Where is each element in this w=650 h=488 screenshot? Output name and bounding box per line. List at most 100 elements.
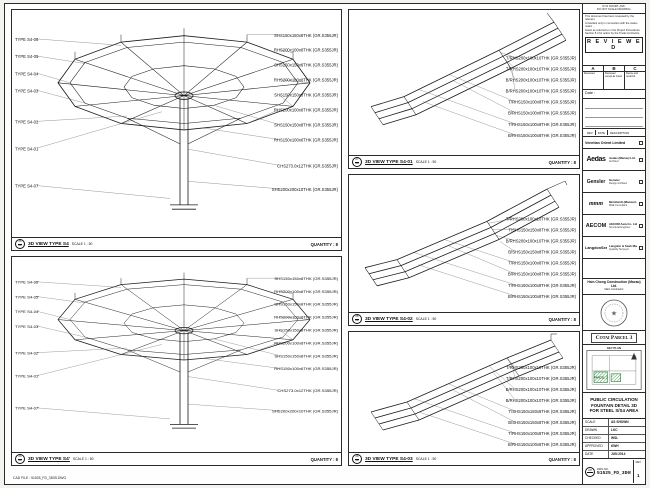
titleblock-note: IF IN DOUBT, ASK. DO NOT SCALE DRAWING. [583, 4, 645, 14]
member-annotation: SHS150x150x8THK (GR.S355JR) [274, 33, 338, 38]
member-annotation: T/RHS150x100x8THK (GR.S355JR) [508, 122, 576, 127]
aecom-logo: AECOM [585, 222, 607, 229]
consultant-name: Meinhardt (Macau) Ltd. [609, 200, 637, 204]
date-col: DATE [596, 130, 609, 135]
member-annotation: B/RHS150x100x8THK (GR.S355JR) [508, 133, 577, 138]
member-annotation: T/RHS200x100x10THK (GR.S355JR) [506, 66, 577, 71]
consultant-row-langdonseah: LangdonSeah Langdon & Seah Macau Ltd. Qu… [583, 237, 645, 259]
consultant-checkbox [639, 223, 643, 228]
rev-col: REV [585, 130, 596, 135]
detail-sheet: AD [355, 161, 359, 165]
stamp-text: below as referred to in the Project Proc… [585, 28, 640, 32]
annotation-labels: TYPE S4-06' TYPE S4-05' TYPE S4-04' TYPE… [15, 276, 339, 413]
consultant-checkbox [639, 245, 643, 250]
contractor-row: Hsin Chong Construction (Macau) Ltd. Mai… [583, 279, 645, 295]
field-value: LKC [611, 428, 618, 432]
member-annotation: B/RHS200x100x10THK (GR.S355JR) [506, 238, 577, 243]
member-annotation: B/SHS150x150x8THK (GR.S355JR) [508, 420, 576, 425]
consultant-name: Langdon & Seah Macau Ltd. [609, 244, 637, 248]
member-annotation: RHS200x100x8THK (GR.S355JR) [274, 108, 339, 113]
dwg-number-label: DWG NO. [597, 467, 609, 471]
drawing-title: PUBLIC CIRCULATION FOUNTAIN DETAIL 3D FO… [583, 393, 645, 419]
view-quantity: QUANTITY : 8 [310, 456, 338, 462]
view-caption: 26 AD 3D VIEW TYPE S4' SCALE 1 : 50 QUAN… [12, 452, 341, 465]
dwg-number-block: DWG NO. 51525_FD_3D05 [597, 468, 631, 476]
sheet-bubble: AD [585, 466, 595, 477]
company-seal: ★ [583, 295, 645, 331]
status-abc-table: A Reviewed B Reviewed except as noted C … [583, 66, 645, 90]
note-line: IF IN DOUBT, ASK. [602, 5, 626, 8]
rev-value: 1 [637, 473, 640, 478]
status-col-b: B Reviewed except as noted [604, 66, 625, 89]
leader-lines [36, 278, 311, 420]
keyplan-map: PARCEL 3 [586, 350, 642, 390]
member-annotation: B/RHS150x100x8THK (GR.S355JR) [508, 272, 577, 277]
view-scale: SCALE 1 : 50 [415, 317, 437, 321]
north-arrow-icon [631, 352, 637, 360]
detail-number: 27 [354, 157, 360, 163]
drawing-title-line: PUBLIC CIRCULATION [590, 397, 638, 403]
wireframe-s4-03: T/RHS200x100x10THK (GR.S355JR) T/RHS200x… [370, 333, 577, 447]
structure-wireframe [57, 272, 311, 429]
member-annotation: RHS150x100x6THK (GR.S355JR) [274, 366, 339, 371]
member-annotation: B/RHS200x100x10THK (GR.S355JR) [506, 77, 577, 82]
member-annotation: SHS150x150x8THK (GR.S355JR) [274, 93, 338, 98]
member-annotation: SHS200x200x10THK (GR.S355JR) [272, 187, 339, 192]
project-name: Cotai Parcel 3 [590, 332, 638, 343]
status-key: B [604, 66, 624, 72]
drawing-sheet: TYPE S4-06 TYPE S4-05 TYPE S4-04 TYPE S4… [4, 3, 646, 485]
consultant-row-aedas: Aedas Aedas (Macau) Ltd. Architect [583, 149, 645, 171]
member-annotation: SHS150x150x8THK (GR.S355JR) [274, 353, 338, 358]
member-annotation: SHS150x150x8THK (GR.S355JR) [274, 123, 338, 128]
consultant-role: Structural Engineer [609, 226, 631, 229]
viewport-s4-01: T/RHS200x100x10THK (GR.S355JR) T/RHS200x… [348, 9, 580, 169]
revision-rows [583, 99, 645, 129]
revision-row [585, 100, 643, 109]
member-annotation: T/RHS200x100x10THK (GR.S355JR) [506, 376, 577, 381]
structure-wireframe [370, 333, 564, 431]
stamp-text: consultant only in connection with the s… [585, 21, 638, 29]
rev-label: REV [635, 461, 641, 464]
detail-bubble: 26 AD [15, 454, 25, 464]
keyplan-area-label: PARCEL 3 [594, 376, 608, 380]
view-caption: 29 AD 3D VIEW TYPE S4-03 SCALE 1 : 50 QU… [349, 452, 579, 465]
gensler-logo: Gensler [586, 178, 606, 185]
member-annotation: T/SHS150x150x8THK (GR.S355JR) [509, 409, 577, 414]
status-col-c: C Revise and resubmit [625, 66, 645, 89]
contractor-name: Hsin Chong Construction (Macau) Ltd. [587, 280, 641, 288]
member-annotation: T/RHS150x100x8THK (GR.S355JR) [508, 100, 576, 105]
detail-number: 25 [17, 239, 23, 245]
stamp-text: This document has been reviewed by the r… [585, 15, 635, 22]
member-annotation: RHS200x100x8THK (GR.S355JR) [274, 315, 339, 320]
detail-bubble: 25 AD [15, 239, 25, 249]
status-text: Reviewed [584, 72, 595, 75]
member-annotation: RHS200x100x8THK (GR.S355JR) [274, 78, 339, 83]
view-quantity: QUANTITY : 8 [548, 159, 576, 165]
drawing-number-row: AD DWG NO. 51525_FD_3D05 REV 1 [583, 459, 645, 484]
view-caption: 25 AD 3D VIEW TYPE S4 SCALE 1 : 50 QUANT… [12, 237, 341, 250]
status-text: Reviewed except as noted [605, 72, 622, 78]
consultant-role: Design Architect [609, 182, 628, 185]
consultant-row-gensler: Gensler Gensler Design Architect [583, 171, 645, 193]
view-quantity: QUANTITY : 8 [310, 241, 338, 247]
view-scale: SCALE 1 : 50 [72, 457, 94, 461]
member-annotation: TYPE S4-05' [15, 295, 39, 300]
consultant-checkbox [639, 179, 643, 184]
consultant-info: Gensler Design Architect [609, 178, 627, 185]
member-annotation: SHS150x150x8THK (GR.S355JR) [274, 328, 338, 333]
member-annotation: RHS200x100x8THK (GR.S355JR) [274, 48, 339, 53]
view-caption: 28 AD 3D VIEW TYPE S4-02 SCALE 1 : 50 QU… [349, 312, 579, 325]
member-annotation: B/RHS150x100x8THK (GR.S355JR) [508, 294, 577, 299]
view-quantity: QUANTITY : 8 [548, 456, 576, 462]
member-annotation: TYPE S4-05 [15, 54, 39, 59]
svg-text:★: ★ [611, 309, 617, 317]
member-annotation: T/RHS150x100x8THK (GR.S355JR) [508, 431, 576, 436]
consultant-name: Gensler [609, 178, 620, 182]
project-logo-box: Cotai Parcel 3 [583, 331, 645, 345]
member-annotation: TYPE S4-07 [15, 184, 39, 189]
member-annotation: TYPE S4-01 [15, 146, 39, 151]
dwg-number-value: 51525_FD_3D05 [597, 470, 631, 476]
member-annotation: T/SHS150x150x8THK (GR.S355JR) [508, 227, 576, 232]
member-annotation: RHS200x100x8THK (GR.S355JR) [274, 341, 339, 346]
viewport-s4-prime: TYPE S4-06' TYPE S4-05' TYPE S4-04' TYPE… [11, 256, 342, 466]
